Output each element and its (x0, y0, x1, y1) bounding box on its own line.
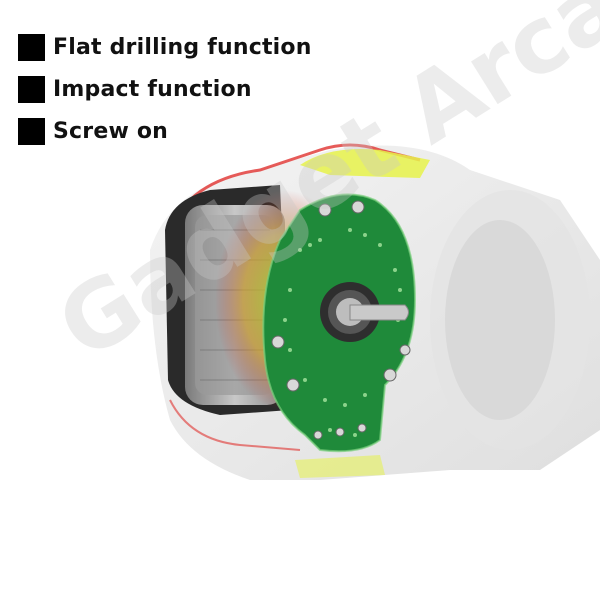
square-bullet-icon (18, 33, 45, 61)
square-bullet-icon (18, 75, 45, 103)
feature-item-screw-on: Screw on (18, 110, 312, 152)
feature-item-impact: Impact function (18, 68, 312, 110)
feature-label: Flat drilling function (53, 34, 312, 60)
feature-label: Impact function (53, 76, 252, 102)
feature-list: Flat drilling function Impact function S… (18, 26, 312, 152)
feature-label: Screw on (53, 118, 169, 144)
feature-item-flat-drilling: Flat drilling function (18, 26, 312, 68)
square-bullet-icon (18, 117, 45, 145)
